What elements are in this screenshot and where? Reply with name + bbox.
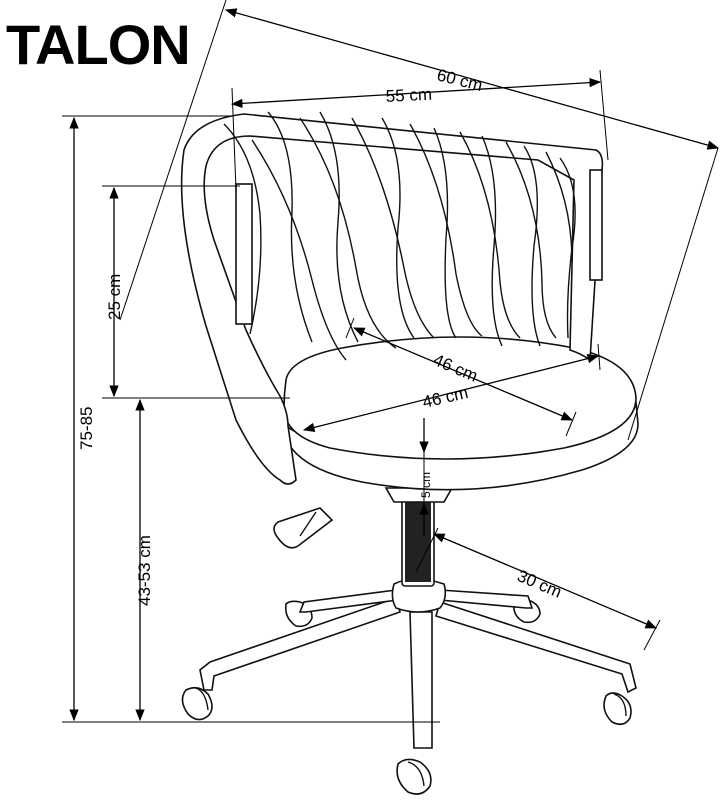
- label-seat-height: 43-53 cm: [135, 535, 154, 606]
- dimension-lines: 60 cm 55 cm 75-85 25 cm 43-53 cm 46 cm: [62, 0, 720, 723]
- label-seat-thickness: 5 cm: [419, 472, 433, 498]
- label-total-height: 75-85: [77, 407, 96, 450]
- star-base: [199, 578, 637, 749]
- caster-wheels: [181, 598, 632, 795]
- product-name: TALON: [6, 13, 191, 76]
- label-backrest-height: 25 cm: [105, 274, 124, 320]
- dim-line-overall-width: [230, 77, 602, 109]
- dim-line-base-radius: [432, 533, 658, 629]
- chair-illustration: [180, 111, 639, 795]
- height-lever: [273, 507, 334, 549]
- dim-line-seat-width: [302, 354, 600, 432]
- label-overall-width: 55 cm: [385, 85, 432, 106]
